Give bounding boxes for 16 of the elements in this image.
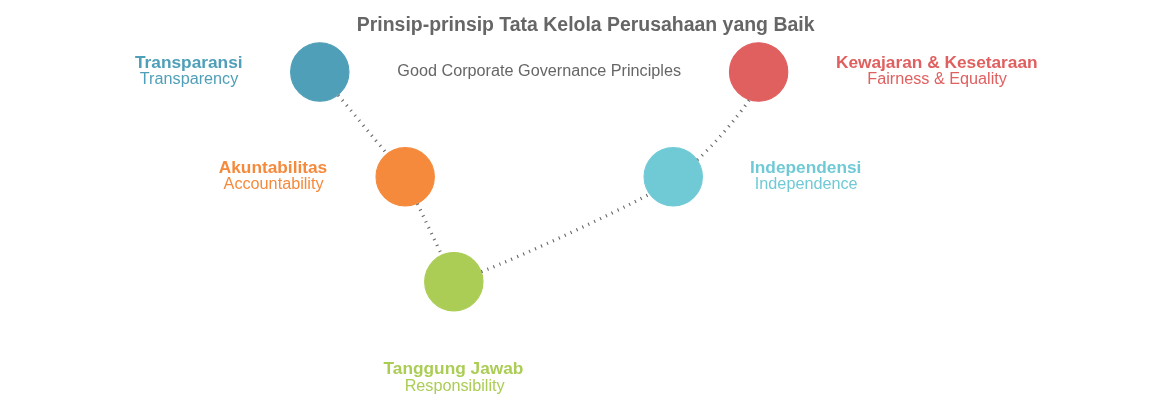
connector — [337, 94, 389, 155]
node-label: Accountability — [223, 174, 324, 193]
connector — [696, 99, 751, 161]
node-label: Akuntabilitas — [218, 156, 328, 177]
node-circle — [375, 147, 435, 207]
node-circle — [424, 251, 484, 312]
diagram-title: Prinsip-prinsip Tata Kelola Perusahaan yang Baik — [356, 13, 815, 36]
node-circle — [643, 147, 703, 207]
node-circle — [728, 42, 789, 102]
node-circle — [290, 42, 350, 102]
node-label: Independensi — [749, 156, 862, 177]
connector — [480, 192, 651, 274]
node-label: Transparansi — [134, 51, 243, 72]
node-label: Tanggung Jawab — [383, 358, 524, 379]
node-label: Kewajaran & Kesetaraan — [835, 51, 1038, 72]
label: Good Corporate Governance Principles — [397, 60, 682, 79]
